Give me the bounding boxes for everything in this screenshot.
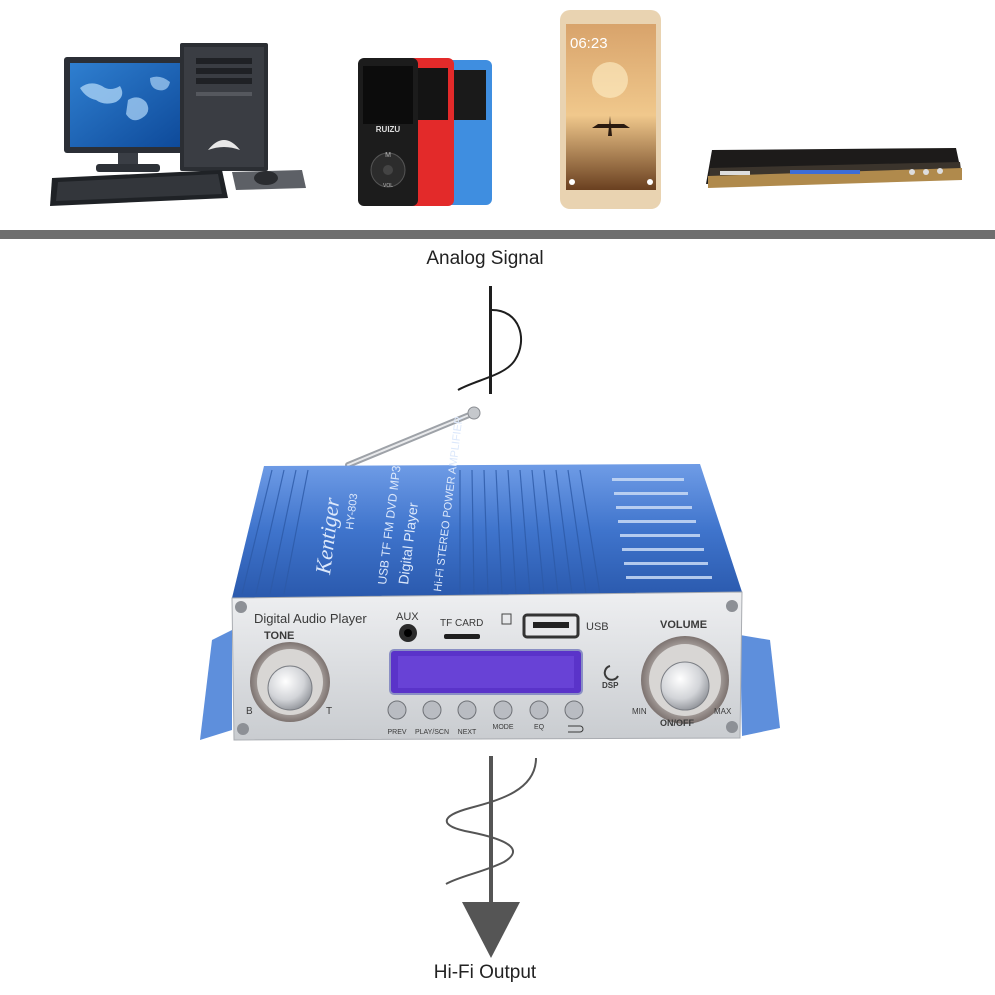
dsp-label: DSP [602, 681, 619, 690]
next-button[interactable] [457, 700, 477, 720]
mp3-brand: RUIZU [376, 125, 401, 134]
input-signal-line [457, 286, 523, 394]
mp3-menu-label: M [385, 152, 391, 159]
tone-b-label: B [246, 706, 253, 717]
volume-knob[interactable] [641, 636, 729, 724]
eq-button[interactable] [529, 700, 549, 720]
usb-label: USB [586, 621, 609, 633]
amplifier: Kentiger HY-803 USB TF FM DVD MP3 Digita… [200, 406, 780, 741]
play-scan-button[interactable] [422, 700, 442, 720]
output-signal-line [445, 756, 537, 958]
volume-label: VOLUME [660, 619, 707, 631]
tone-label: TONE [264, 630, 294, 642]
prev-button[interactable] [387, 700, 407, 720]
repeat-button[interactable] [564, 700, 584, 720]
tone-knob[interactable] [250, 642, 330, 722]
volume-min-label: MIN [632, 707, 647, 716]
desktop-computer [50, 43, 306, 206]
volume-max-label: MAX [714, 707, 732, 716]
control-buttons [387, 700, 584, 720]
input-signal-label: Analog Signal [426, 248, 544, 269]
mp3-players: RUIZU M VOL [358, 58, 492, 206]
tone-t-label: T [326, 706, 332, 717]
output-arrow-icon [462, 902, 520, 958]
amp-model: HY-803 [344, 493, 360, 530]
tf-card-label: TF CARD [440, 618, 483, 629]
mode-label: MODE [493, 724, 514, 731]
prev-label: PREV [387, 729, 406, 736]
tf-card-slot[interactable] [444, 634, 480, 639]
dsp-icon [603, 665, 619, 681]
antenna [345, 406, 481, 468]
aux-label: AUX [396, 611, 419, 623]
mp3-vol-label: VOL [383, 183, 393, 189]
dvd-player [706, 148, 962, 188]
on-off-label: ON/OFF [660, 718, 694, 728]
amp-panel-title: Digital Audio Player [254, 611, 367, 626]
smartphone: 06:23 [560, 10, 661, 209]
mode-button[interactable] [493, 700, 513, 720]
eq-label: EQ [534, 724, 545, 731]
phone-time: 06:23 [570, 35, 608, 52]
repeat-icon [568, 725, 584, 733]
device-strip: RUIZU M VOL 06:23 [50, 10, 962, 209]
play-scan-label: PLAY/SCN [415, 729, 449, 736]
output-signal-label: Hi-Fi Output [433, 962, 537, 983]
divider [0, 230, 995, 239]
next-label: NEXT [458, 729, 477, 736]
